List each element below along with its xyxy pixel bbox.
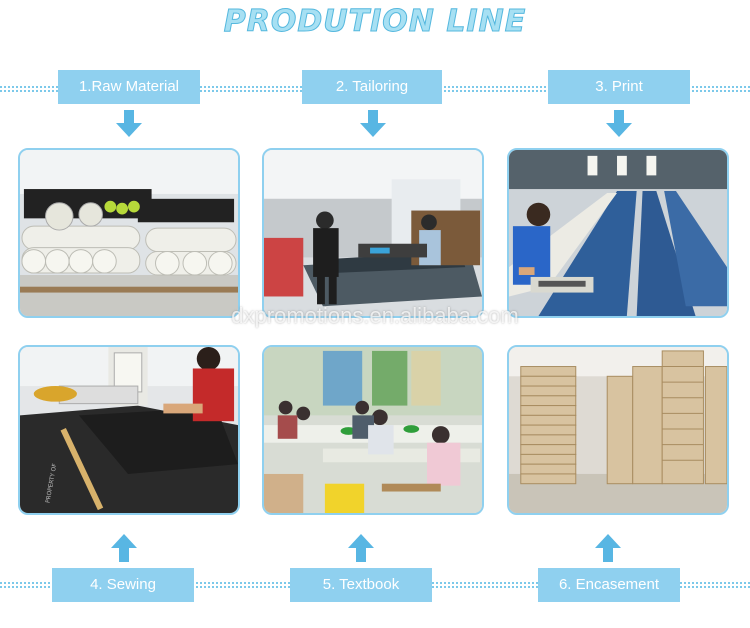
arrow-down-icon [359, 110, 387, 138]
step-label-print: 3. Print [548, 70, 690, 104]
arrow-up-icon [110, 534, 138, 562]
step-label-raw-material: 1.Raw Material [58, 70, 200, 104]
cutting-table-photo [262, 148, 484, 318]
arrow-down-icon [115, 110, 143, 138]
step-label-sewing: 4. Sewing [52, 568, 194, 602]
print-conveyor-photo [507, 148, 729, 318]
sewing-machine-photo: PROPERTY OF [18, 345, 240, 515]
arrow-up-icon [594, 534, 622, 562]
fabric-rolls-photo [18, 148, 240, 318]
step-label-textbook: 5. Textbook [290, 568, 432, 602]
workshop-photo [262, 345, 484, 515]
step-label-tailoring: 2. Tailoring [302, 70, 442, 104]
watermark-text: dxpromotions.en.alibaba.com [231, 303, 519, 328]
page-title: PRODUTION LINE [223, 4, 527, 40]
step-label-encasement: 6. Encasement [538, 568, 680, 602]
arrow-down-icon [605, 110, 633, 138]
boxes-photo [507, 345, 729, 515]
arrow-up-icon [347, 534, 375, 562]
